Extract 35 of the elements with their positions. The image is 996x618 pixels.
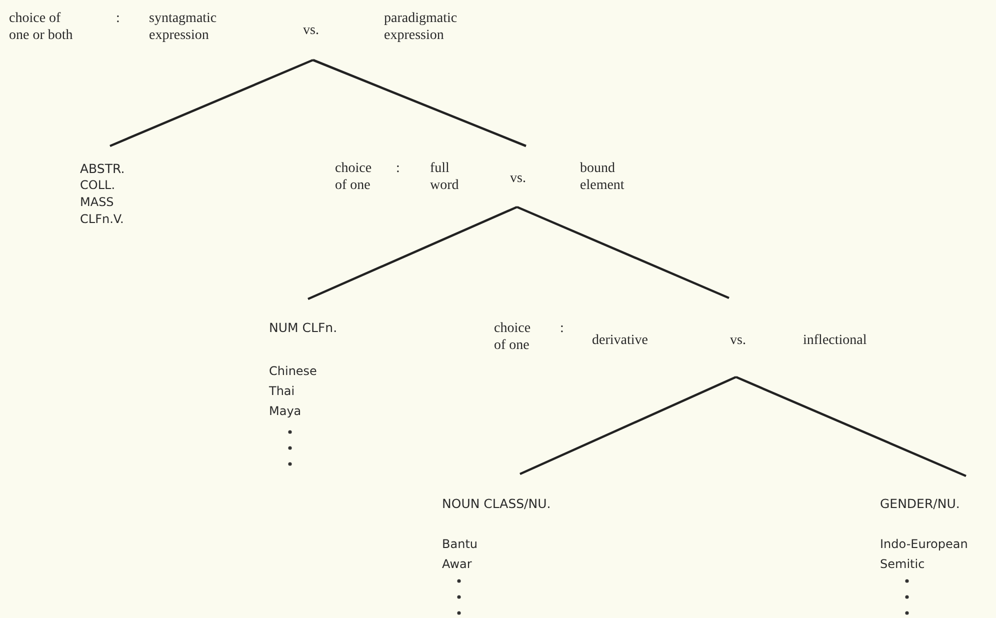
language-name: Semitic	[880, 556, 925, 573]
option-label: choice of one	[335, 160, 373, 194]
category-label: GENDER/NU.	[880, 495, 960, 512]
category-label: ABSTR.	[80, 160, 125, 177]
tree-branch-line	[308, 206, 518, 300]
option-label: choice of one	[494, 320, 532, 354]
option-label: bound element	[580, 160, 626, 194]
language-name: Indo-European	[880, 536, 968, 553]
option-label: paradigmatic expression	[384, 10, 458, 44]
tree-branch-line	[516, 206, 730, 300]
language-name: MASS	[80, 194, 114, 211]
category-label: NOUN CLASS/NU.	[442, 495, 551, 512]
option-label: inflectional	[803, 332, 867, 349]
language-name: Bantu	[442, 536, 478, 553]
language-name: Awar	[442, 556, 472, 573]
language-name: Chinese	[269, 363, 317, 380]
option-label: vs.	[510, 170, 526, 187]
language-name: Maya	[269, 403, 302, 420]
language-name: COLL.	[80, 177, 116, 194]
separator-text: :	[396, 160, 400, 177]
option-label: syntagmatic expression	[149, 10, 218, 44]
tree-branch-line	[520, 376, 736, 476]
separator-text: :	[116, 10, 120, 27]
tree-branch-line	[312, 58, 526, 148]
option-label: vs.	[303, 22, 319, 39]
tree-branch-line	[736, 376, 966, 478]
separator-text: :	[560, 320, 564, 337]
option-label: vs.	[730, 332, 746, 349]
language-name: CLFn.V.	[80, 211, 124, 228]
option-label: full word	[430, 160, 460, 194]
option-label: choice of one or both	[9, 10, 74, 44]
option-label: derivative	[592, 332, 648, 349]
tree-branch-line	[110, 58, 314, 148]
language-name: Thai	[269, 383, 295, 400]
category-label: NUM CLFn.	[269, 319, 338, 336]
